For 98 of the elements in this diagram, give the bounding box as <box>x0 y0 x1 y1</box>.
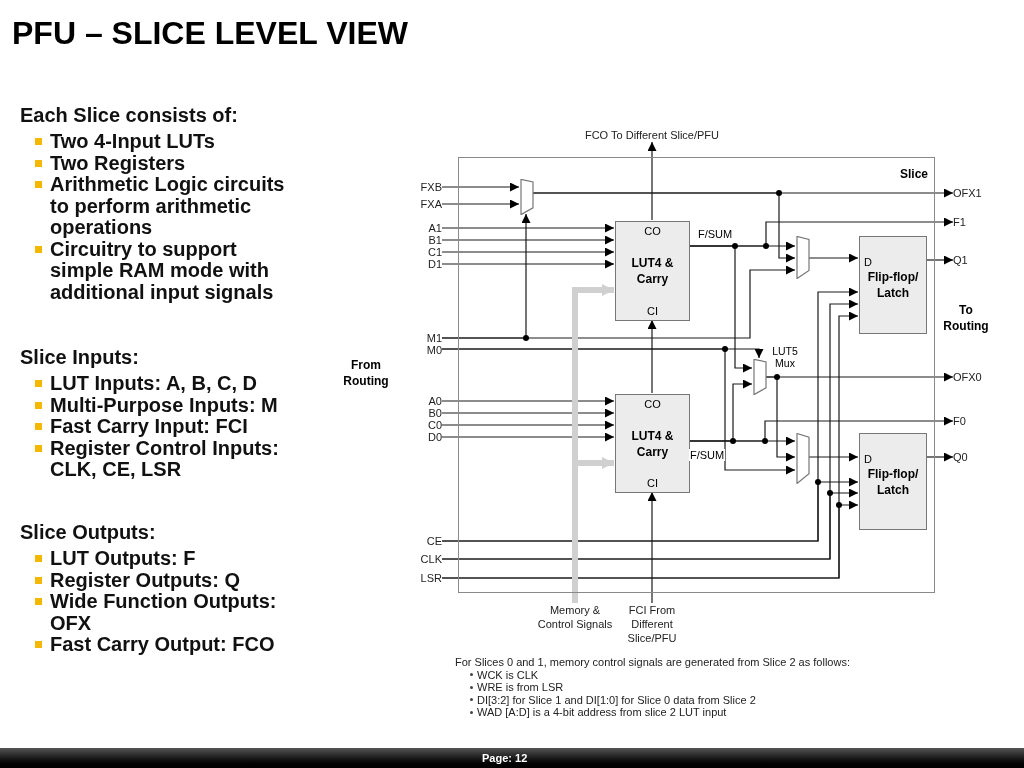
signal-name: OFX1 <box>953 187 997 199</box>
signal-arrow <box>441 223 615 233</box>
edge-label: F/SUM <box>697 228 734 240</box>
note-item: WRE is from LSR <box>477 681 564 694</box>
slide-title: PFU – SLICE LEVEL VIEW <box>12 14 408 52</box>
signal-arrow <box>808 253 859 263</box>
flip-flop-block <box>859 236 927 334</box>
signal-arrow <box>441 488 859 560</box>
mux-symbol <box>796 236 810 279</box>
signal-arrow <box>647 141 657 221</box>
signal-caption: Memory & Control Signals <box>536 603 614 645</box>
flip-flop-block <box>859 433 927 530</box>
signal-arrow <box>441 432 615 442</box>
signal-name: B1 <box>412 234 442 246</box>
bullet-text: LUT Outputs: F <box>50 548 197 570</box>
signal-name: Q1 <box>953 254 997 266</box>
mux-caption: LUT5 Mux <box>771 345 799 369</box>
signal-arrow <box>647 319 657 394</box>
bullet-text: LUT Inputs: A, B, C, D <box>50 373 258 395</box>
signal-name: A0 <box>412 395 442 407</box>
note-item: DI[3:2] for Slice 1 and DI[1:0] for Slice 0 data from Slice 2 <box>477 693 756 706</box>
lut-carry-block <box>615 394 690 493</box>
block-label: Flip-flop/ Latch <box>866 466 920 498</box>
signal-arrow <box>441 420 615 430</box>
port-label: CO <box>644 397 661 412</box>
mux-symbol <box>796 433 810 484</box>
signal-caption: FCI From Different Slice/PFU <box>614 603 690 645</box>
port-label: D <box>864 452 872 467</box>
signal-arrow <box>441 500 859 579</box>
bullet-text: Register Outputs: Q <box>50 569 241 591</box>
signal-arrow <box>441 199 520 209</box>
signal-name: M1 <box>412 332 442 344</box>
signal-name: FXB <box>412 181 442 193</box>
signal-arrow <box>441 265 796 339</box>
lut-carry-block <box>615 221 690 321</box>
signal-name: CE <box>412 535 442 547</box>
signal-arrow <box>925 452 954 462</box>
signal-arrow <box>688 379 753 442</box>
signal-name: OFX0 <box>953 371 997 383</box>
bullet-text: Circuitry to support simple RAM mode with additional input signals <box>50 238 275 303</box>
signal-arrow <box>808 452 859 462</box>
signal-arrow <box>441 259 615 269</box>
signal-arrow <box>647 491 657 604</box>
signal-arrow <box>441 235 615 245</box>
slice-title: Slice <box>899 166 928 183</box>
page-number: Page: 12 <box>482 751 528 765</box>
signal-arrow <box>441 408 615 418</box>
signal-arrow <box>441 477 859 542</box>
bus-arrow <box>572 457 614 603</box>
signal-caption: FCO To Different Slice/PFU <box>572 128 732 142</box>
signal-arrow <box>441 396 615 406</box>
signal-name: B0 <box>412 407 442 419</box>
signal-arrow <box>688 245 753 373</box>
signal-arrow <box>441 247 615 257</box>
bullet-text: Two Registers <box>50 152 187 174</box>
mux-symbol <box>753 359 767 395</box>
section-heading: Slice Outputs: <box>20 520 157 544</box>
mux-symbol <box>520 179 534 215</box>
block-label: LUT4 & Carry <box>630 255 675 287</box>
signal-name: M0 <box>412 344 442 356</box>
routing-label: From Routing <box>342 357 390 389</box>
bullet-text: Arithmetic Logic circuits to perform arithmetic operations <box>50 174 286 239</box>
note-item: WAD [A:D] is a 4-bit address from slice 2 LUT input <box>477 706 727 719</box>
signal-arrow <box>765 376 796 462</box>
port-label: CI <box>647 475 658 491</box>
signal-arrow <box>532 192 796 263</box>
section-heading: Slice Inputs: <box>20 345 140 369</box>
section-heading: Each Slice consists of: <box>20 103 239 127</box>
bullet-text: Fast Carry Input: FCI <box>50 416 248 438</box>
signal-arrow <box>441 182 520 192</box>
note-text: For Slices 0 and 1, memory control signals are generated from Slice 2 as follows: <box>455 656 850 669</box>
bullet-text: Wide Function Outputs: OFX <box>50 591 278 634</box>
port-label: CO <box>644 224 661 239</box>
signal-arrow <box>925 255 954 265</box>
signal-name: F0 <box>953 415 997 427</box>
note-item: WCK is CLK <box>477 668 539 681</box>
signal-name: F1 <box>953 216 997 228</box>
signal-name: C1 <box>412 246 442 258</box>
signal-name: FXA <box>412 198 442 210</box>
routing-label: To Routing <box>942 302 990 334</box>
bullet-text: Two 4-Input LUTs <box>50 131 216 153</box>
signal-name: CLK <box>412 553 442 565</box>
signal-name: D0 <box>412 431 442 443</box>
bullet-text: Multi-Purpose Inputs: M <box>50 394 279 416</box>
bullet-text: Fast Carry Output: FCO <box>50 634 276 656</box>
slice-frame <box>458 157 935 593</box>
signal-arrow <box>441 348 796 475</box>
signal-name: Q0 <box>953 451 997 463</box>
signal-name: A1 <box>412 222 442 234</box>
block-label: LUT4 & Carry <box>630 427 675 460</box>
bullet-text: Register Control Inputs: CLK, CE, LSR <box>50 437 280 481</box>
block-label: Flip-flop/ Latch <box>866 269 920 301</box>
signal-name: D1 <box>412 258 442 270</box>
edge-label: F/SUM <box>689 449 726 461</box>
signal-name: C0 <box>412 419 442 431</box>
signal-name: LSR <box>412 572 442 584</box>
port-label: D <box>864 255 872 270</box>
port-label: CI <box>647 303 658 319</box>
